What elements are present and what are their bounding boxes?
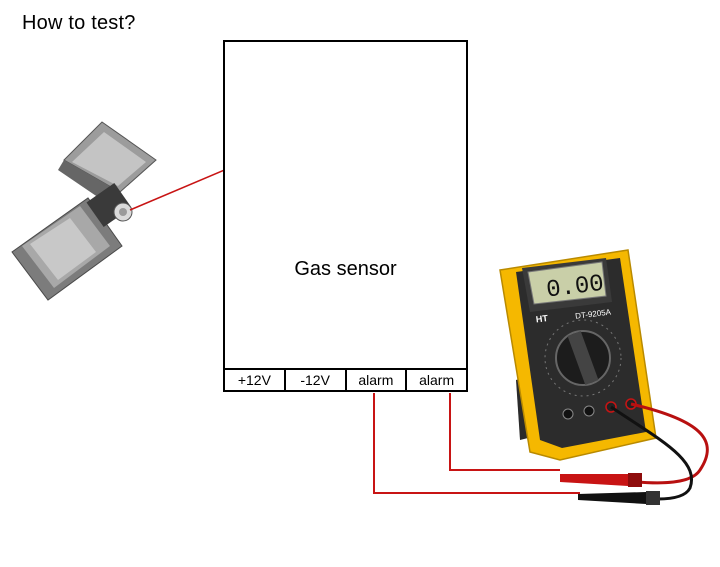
terminal-plus-12v: +12V [225, 370, 286, 390]
gas-sensor-box: Gas sensor +12V -12V alarm alarm [223, 40, 468, 392]
alarm-wire-1 [373, 393, 580, 494]
multimeter-model: DT-9205A [575, 307, 613, 320]
probe-lead-black [610, 405, 693, 501]
terminal-strip: +12V -12V alarm alarm [223, 368, 468, 392]
test-probe-icon [560, 473, 660, 505]
page-title: How to test? [22, 12, 136, 34]
alarm-wire-2 [449, 393, 560, 471]
sensor-label: Gas sensor [294, 258, 397, 280]
terminal-alarm-1: alarm [347, 370, 408, 390]
probe-lead-red [619, 402, 709, 485]
multimeter-icon [499, 249, 657, 461]
multimeter-brand: HT [535, 313, 549, 324]
terminal-alarm-2: alarm [419, 372, 455, 388]
lighter-icon [11, 121, 157, 301]
terminal-minus-12v: -12V [286, 370, 347, 390]
